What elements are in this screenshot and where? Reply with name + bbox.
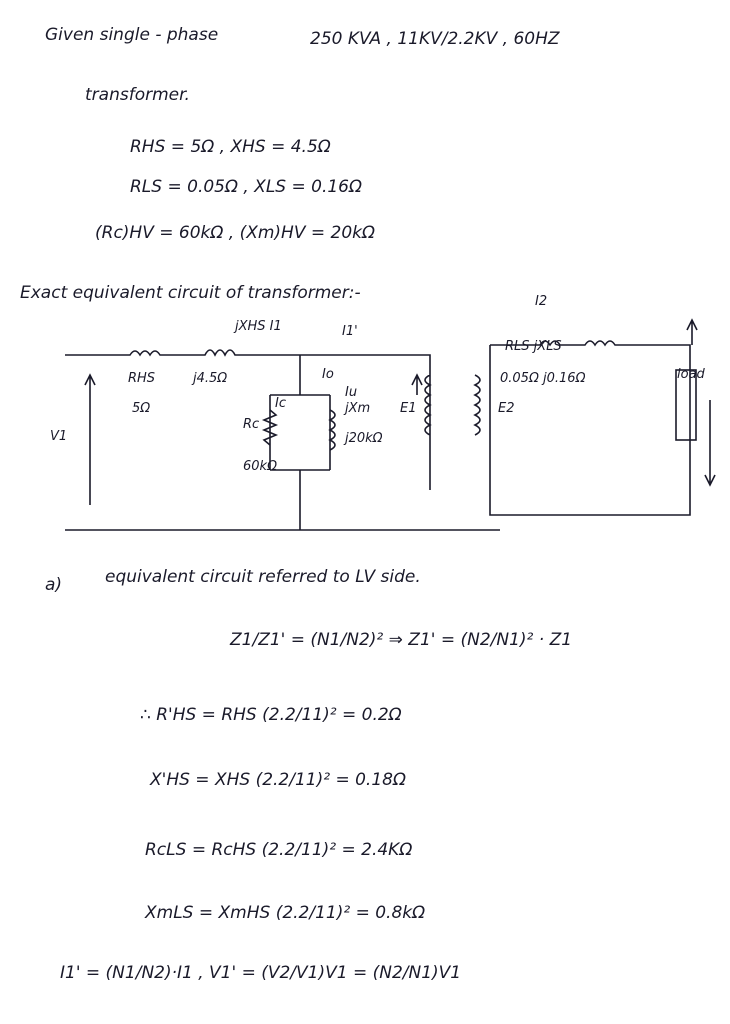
rc-referred: RcLS = RcHS (2.2/11)² = 2.4KΩ: [145, 840, 412, 860]
label-jxhs: jXHS I1: [233, 319, 282, 334]
label-i1-prime: I1': [342, 324, 358, 339]
label-jxm: jXm: [343, 401, 370, 416]
rhs-referred: ∴ R'HS = RHS (2.2/11)² = 0.2Ω: [140, 705, 402, 725]
label-rls: RLS jXLS: [505, 339, 562, 354]
label-rc: Rc: [243, 417, 259, 432]
label-ic: Ic: [275, 396, 286, 411]
label-v1: V1: [50, 429, 67, 444]
label-rc-value: 60kΩ: [243, 459, 277, 474]
label-iu: Iu: [345, 385, 357, 400]
circuit-title: Exact equivalent circuit of transformer:…: [20, 283, 361, 303]
label-e1: E1: [400, 401, 417, 416]
hv-impedance: RHS = 5Ω , XHS = 4.5Ω: [130, 137, 331, 157]
label-jxm-value: j20kΩ: [343, 431, 383, 446]
impedance-ratio: Z1/Z1' = (N1/N2)² ⇒ Z1' = (N2/N1)² · Z1: [229, 630, 572, 650]
given-intro: Given single - phase: [45, 25, 218, 45]
label-rhs-value: 5Ω: [132, 401, 150, 416]
label-rls-value: 0.05Ω j0.16Ω: [500, 371, 586, 386]
label-jxhs-value: j4.5Ω: [191, 371, 227, 386]
equivalent-circuit-diagram: jXHS I1 I1' RHS 5Ω j4.5Ω Io Iu Ic Rc 60k…: [50, 294, 716, 531]
label-i2: I2: [535, 294, 547, 309]
part-a-label: a): [45, 575, 62, 595]
transformer-rating: 250 KVA , 11KV/2.2KV , 60HZ: [310, 29, 560, 49]
lv-impedance: RLS = 0.05Ω , XLS = 0.16Ω: [130, 177, 362, 197]
label-load: load: [677, 367, 706, 382]
label-e2: E2: [498, 401, 515, 416]
label-io: Io: [322, 367, 334, 382]
xm-referred: XmLS = XmHS (2.2/11)² = 0.8kΩ: [144, 903, 425, 923]
xhs-referred: X'HS = XHS (2.2/11)² = 0.18Ω: [149, 770, 406, 790]
part-a-heading: equivalent circuit referred to LV side.: [105, 567, 421, 587]
given-intro-cont: transformer.: [85, 85, 190, 105]
voltage-arrow-icon: [84, 373, 96, 505]
current-voltage-referral: I1' = (N1/N2)·I1 , V1' = (V2/V1)V1 = (N2…: [60, 963, 461, 983]
core-parameters: (Rc)HV = 60kΩ , (Xm)HV = 20kΩ: [95, 223, 375, 243]
label-rhs: RHS: [128, 371, 155, 386]
